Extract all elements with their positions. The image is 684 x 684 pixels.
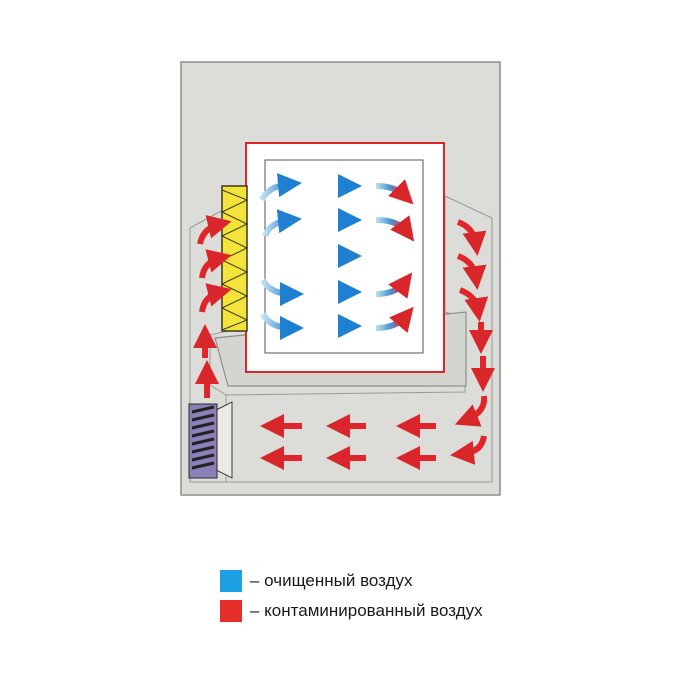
airflow-diagram bbox=[180, 61, 501, 496]
clean-arrow bbox=[375, 306, 414, 333]
contaminated-arrow bbox=[450, 435, 487, 465]
hepa-filter-icon bbox=[220, 185, 249, 332]
legend-label-contaminated: – контаминированный воздух bbox=[250, 601, 483, 620]
clean-arrow bbox=[260, 312, 304, 340]
clean-arrow bbox=[260, 278, 304, 306]
contaminated-arrow bbox=[456, 253, 487, 290]
contaminated-airflow-arrows bbox=[193, 215, 495, 470]
contaminated-arrow bbox=[458, 287, 489, 322]
legend-label-clean: – очищенный воздух bbox=[250, 571, 413, 590]
clean-airflow-arrows bbox=[259, 173, 415, 340]
fan-icon bbox=[188, 401, 233, 479]
clean-arrow bbox=[375, 272, 413, 299]
clean-arrow bbox=[259, 173, 302, 202]
legend-item-clean-air: – очищенный воздух bbox=[220, 570, 413, 592]
contaminated-arrow bbox=[199, 249, 232, 279]
contaminated-arrow bbox=[454, 395, 488, 427]
clean-arrow bbox=[375, 179, 414, 205]
clean-arrow bbox=[375, 215, 415, 242]
contaminated-arrow bbox=[456, 219, 487, 256]
contaminated-arrow bbox=[199, 283, 232, 313]
clean-arrow bbox=[262, 209, 302, 238]
contaminated-arrow bbox=[197, 215, 232, 245]
legend-swatch-clean bbox=[220, 570, 242, 592]
legend-swatch-contaminated bbox=[220, 600, 242, 622]
legend-item-contaminated-air: – контаминированный воздух bbox=[220, 600, 483, 622]
